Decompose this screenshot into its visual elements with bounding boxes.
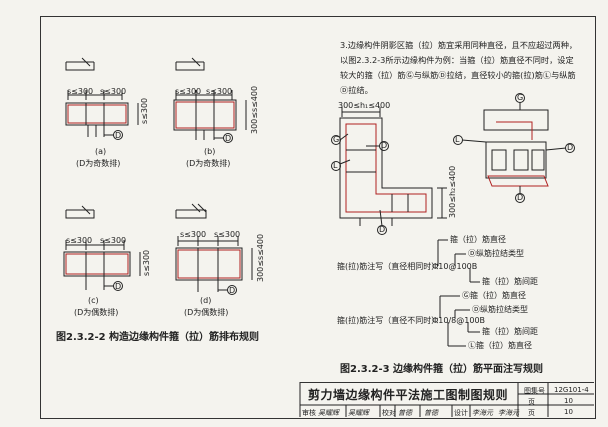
same-diam-lead: 箍(拉)筋注写（直径相同时）： bbox=[337, 262, 444, 271]
panel-b-spacing-1: s≤300 bbox=[175, 87, 202, 96]
panel-d-spacing-1: s≤300 bbox=[180, 230, 207, 239]
panel-b-label: (b) bbox=[204, 147, 216, 156]
tie-detail-drawing bbox=[453, 93, 575, 203]
panel-b-tie-icon bbox=[175, 61, 205, 71]
panel-c-dim: s≤300 bbox=[142, 249, 151, 276]
design-label: 设计 bbox=[454, 409, 468, 417]
marker-g-1: G bbox=[333, 135, 340, 144]
page-number: 10 bbox=[564, 408, 573, 416]
panel-a-marker-d: D bbox=[115, 131, 122, 140]
same-diam-leaders bbox=[437, 239, 480, 283]
page-label-top: 页 bbox=[528, 398, 535, 406]
marker-d-2: D bbox=[379, 225, 386, 234]
sheet-frame bbox=[40, 16, 596, 419]
panel-c-marker-d: D bbox=[115, 282, 122, 291]
dim-h2: 300≤h₂≤400 bbox=[448, 165, 457, 218]
panel-c-drawing bbox=[63, 205, 141, 291]
panel-c-spacing-2: s≤300 bbox=[100, 236, 127, 245]
panel-d-spacing-2: s≤300 bbox=[214, 230, 241, 239]
panel-a-drawing bbox=[65, 57, 139, 140]
diff-diam-item-4: Ⓛ箍（拉）筋直径 bbox=[468, 341, 532, 350]
same-diam-item-1: 箍（拉）筋直径 bbox=[450, 235, 506, 244]
panel-c-label: (c) bbox=[88, 296, 99, 305]
dim-h1: 300≤h₁≤400 bbox=[338, 101, 391, 110]
panel-b-note: (D为奇数排) bbox=[186, 159, 231, 168]
l-section-drawing bbox=[331, 107, 447, 235]
panel-d-drawing bbox=[175, 203, 253, 295]
panel-b-drawing bbox=[173, 57, 247, 143]
diff-diam-leaders bbox=[439, 295, 480, 347]
panel-d-note: (D为偶数排) bbox=[184, 308, 229, 317]
diff-diam-code: Φ10/8@100B bbox=[432, 316, 486, 325]
panel-a-label: (a) bbox=[95, 147, 107, 156]
same-diam-item-2: Ⓓ纵筋拉结类型 bbox=[468, 249, 524, 258]
review-label: 审核 bbox=[302, 409, 316, 417]
panel-d-dim: 300≤s≤400 bbox=[256, 233, 265, 282]
panel-b-dim: 300≤s≤400 bbox=[250, 85, 259, 134]
panel-b-spacing-2: s≤300 bbox=[206, 87, 233, 96]
check-signature: 曾德 bbox=[424, 409, 438, 417]
review-signature: 吴耀辉 bbox=[348, 409, 369, 417]
marker-d-3: D bbox=[567, 143, 574, 152]
page-label: 页 bbox=[528, 409, 535, 417]
left-figure-caption: 图2.3.2-2 构造边缘构件箍（拉）筋排布规则 bbox=[56, 332, 260, 343]
same-diam-code: Φ10@100B bbox=[432, 262, 478, 271]
diff-diam-item-1: Ⓖ箍（拉）筋直径 bbox=[462, 291, 526, 300]
diff-diam-lead: 箍(拉)筋注写（直径不同时）： bbox=[337, 316, 444, 325]
rule-paragraph: 3.边缘构件阴影区箍（拉）筋宜采用同种直径，且不应超过两种，以图2.3.2-3所… bbox=[340, 40, 578, 95]
panel-a-tie-icon bbox=[65, 61, 95, 71]
atlas-number: 12G101-4 bbox=[554, 386, 589, 394]
marker-d-1: D bbox=[381, 141, 388, 150]
panel-a-dim: s≤300 bbox=[140, 97, 149, 124]
check-name: 曾德 bbox=[398, 409, 412, 417]
atlas-label: 图集号 bbox=[524, 387, 545, 395]
sheet-title: 剪力墙边缘构件平法施工图制图规则 bbox=[308, 388, 509, 402]
diff-diam-item-3: 箍（拉）筋间距 bbox=[482, 327, 538, 336]
panel-b-marker-d: D bbox=[225, 134, 232, 143]
title-block: 剪力墙边缘构件平法施工图制图规则 图集号 12G101-4 页 10 审核 吴耀… bbox=[300, 382, 594, 418]
same-diam-item-3: 箍（拉）筋间距 bbox=[482, 277, 538, 286]
marker-g-2: G bbox=[517, 93, 524, 102]
panel-a-spacing-1: s≤300 bbox=[67, 87, 94, 96]
marker-l-1: L bbox=[333, 161, 338, 170]
design-signature: 李海元 bbox=[498, 409, 519, 417]
panel-d-tie-icon bbox=[175, 209, 207, 219]
panel-c-tie-icon bbox=[65, 209, 95, 219]
panel-c-spacing-1: s≤300 bbox=[66, 236, 93, 245]
marker-l-2: L bbox=[455, 135, 460, 144]
title-block-grid bbox=[299, 382, 594, 417]
page-number-top: 10 bbox=[564, 397, 573, 405]
diff-diam-item-2: Ⓓ纵筋拉结类型 bbox=[472, 305, 528, 314]
right-figure-caption: 图2.3.2-3 边缘构件箍（拉）筋平面注写规则 bbox=[340, 364, 544, 375]
panel-d-label: (d) bbox=[200, 296, 212, 305]
panel-d-marker-d: D bbox=[229, 286, 236, 295]
panel-a-note: (D为奇数排) bbox=[76, 159, 121, 168]
check-label: 校对 bbox=[382, 409, 396, 417]
marker-d-4: D bbox=[517, 193, 524, 202]
panel-c-note: (D为偶数排) bbox=[74, 308, 119, 317]
review-name: 吴耀辉 bbox=[318, 409, 339, 417]
panel-a-spacing-2: s≤300 bbox=[100, 87, 127, 96]
design-name: 李海元 bbox=[472, 409, 493, 417]
